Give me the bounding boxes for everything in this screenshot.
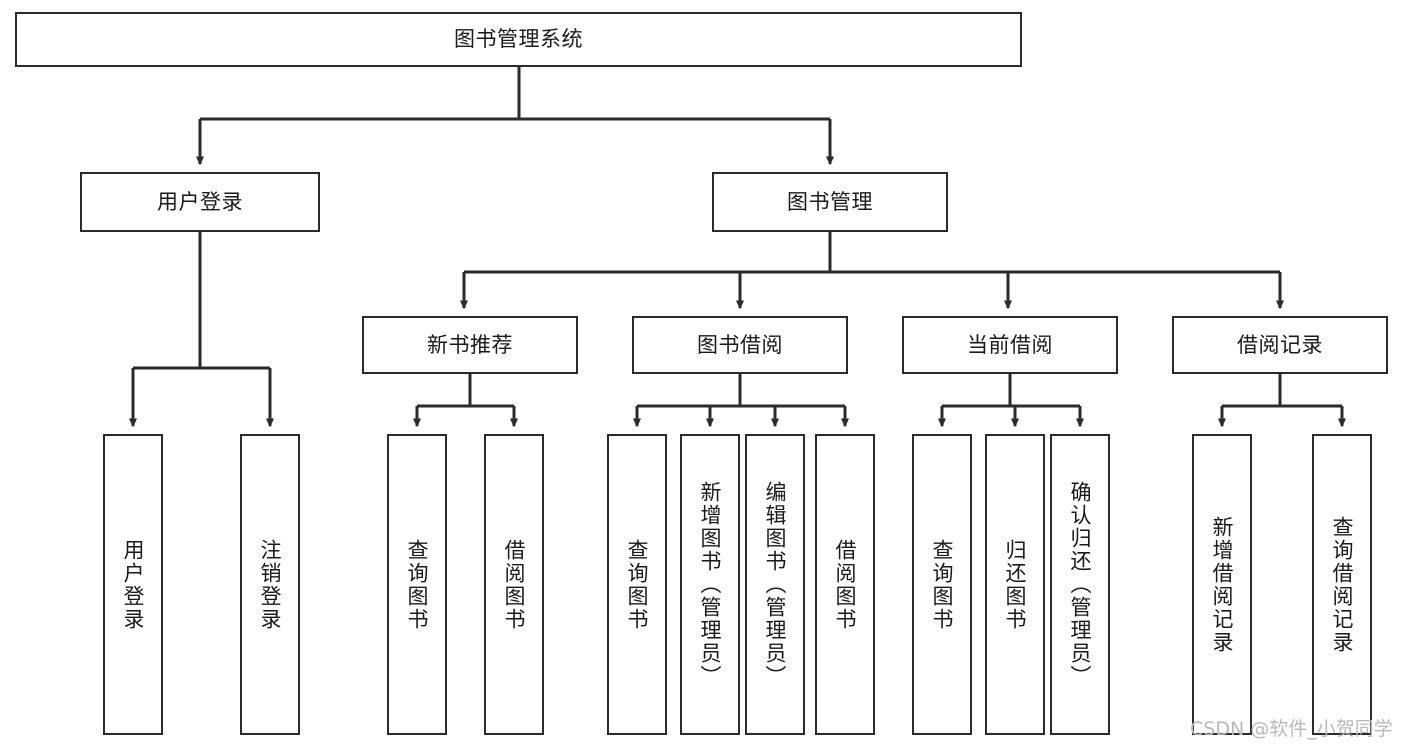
node-leaf-borrow-book-2-label: 借阅图书 — [833, 538, 858, 631]
node-leaf-query-book-1-label: 查询图书 — [405, 538, 430, 631]
node-book-mgmt[interactable]: 图书管理 — [712, 172, 948, 232]
node-leaf-add-record-label: 新增借阅记录 — [1210, 515, 1235, 654]
node-borrow-record[interactable]: 借阅记录 — [1172, 316, 1388, 374]
node-current-borrow-label: 当前借阅 — [967, 332, 1053, 357]
node-leaf-query-book-3-label: 查询图书 — [930, 538, 955, 631]
node-leaf-add-book[interactable]: 新增图书（管理员） — [680, 434, 740, 735]
node-leaf-return-book-label: 归还图书 — [1003, 538, 1028, 631]
node-borrow-record-label: 借阅记录 — [1237, 332, 1323, 357]
node-user-login[interactable]: 用户登录 — [80, 172, 320, 232]
node-leaf-confirm-return-label: 确认归还（管理员） — [1068, 481, 1093, 688]
node-leaf-user-login[interactable]: 用户登录 — [103, 434, 163, 735]
node-root-label: 图书管理系统 — [454, 27, 583, 52]
node-leaf-logout-label: 注销登录 — [258, 538, 283, 631]
watermark-text: CSDN @软件_小贺同学 — [1190, 718, 1393, 740]
node-book-borrow-label: 图书借阅 — [697, 332, 783, 357]
node-leaf-add-book-label: 新增图书（管理员） — [698, 481, 723, 688]
node-leaf-logout[interactable]: 注销登录 — [240, 434, 300, 735]
node-leaf-query-record[interactable]: 查询借阅记录 — [1312, 434, 1372, 735]
node-root[interactable]: 图书管理系统 — [15, 12, 1022, 67]
node-leaf-query-book-3[interactable]: 查询图书 — [912, 434, 972, 735]
node-book-borrow[interactable]: 图书借阅 — [632, 316, 848, 374]
node-leaf-confirm-return[interactable]: 确认归还（管理员） — [1050, 434, 1110, 735]
node-leaf-borrow-book-1-label: 借阅图书 — [502, 538, 527, 631]
node-leaf-borrow-book-2[interactable]: 借阅图书 — [815, 434, 875, 735]
node-leaf-query-book-2-label: 查询图书 — [625, 538, 650, 631]
node-book-mgmt-label: 图书管理 — [787, 189, 873, 214]
node-leaf-borrow-book-1[interactable]: 借阅图书 — [484, 434, 544, 735]
node-leaf-edit-book[interactable]: 编辑图书（管理员） — [745, 434, 805, 735]
node-leaf-query-book-1[interactable]: 查询图书 — [387, 434, 447, 735]
node-new-book-rec-label: 新书推荐 — [427, 332, 513, 357]
node-leaf-user-login-label: 用户登录 — [121, 538, 146, 631]
node-leaf-return-book[interactable]: 归还图书 — [985, 434, 1045, 735]
node-leaf-query-book-2[interactable]: 查询图书 — [607, 434, 667, 735]
node-new-book-rec[interactable]: 新书推荐 — [362, 316, 578, 374]
node-current-borrow[interactable]: 当前借阅 — [902, 316, 1118, 374]
node-leaf-add-record[interactable]: 新增借阅记录 — [1192, 434, 1252, 735]
node-leaf-edit-book-label: 编辑图书（管理员） — [763, 481, 788, 688]
node-leaf-query-record-label: 查询借阅记录 — [1330, 515, 1355, 654]
node-user-login-label: 用户登录 — [157, 189, 243, 214]
